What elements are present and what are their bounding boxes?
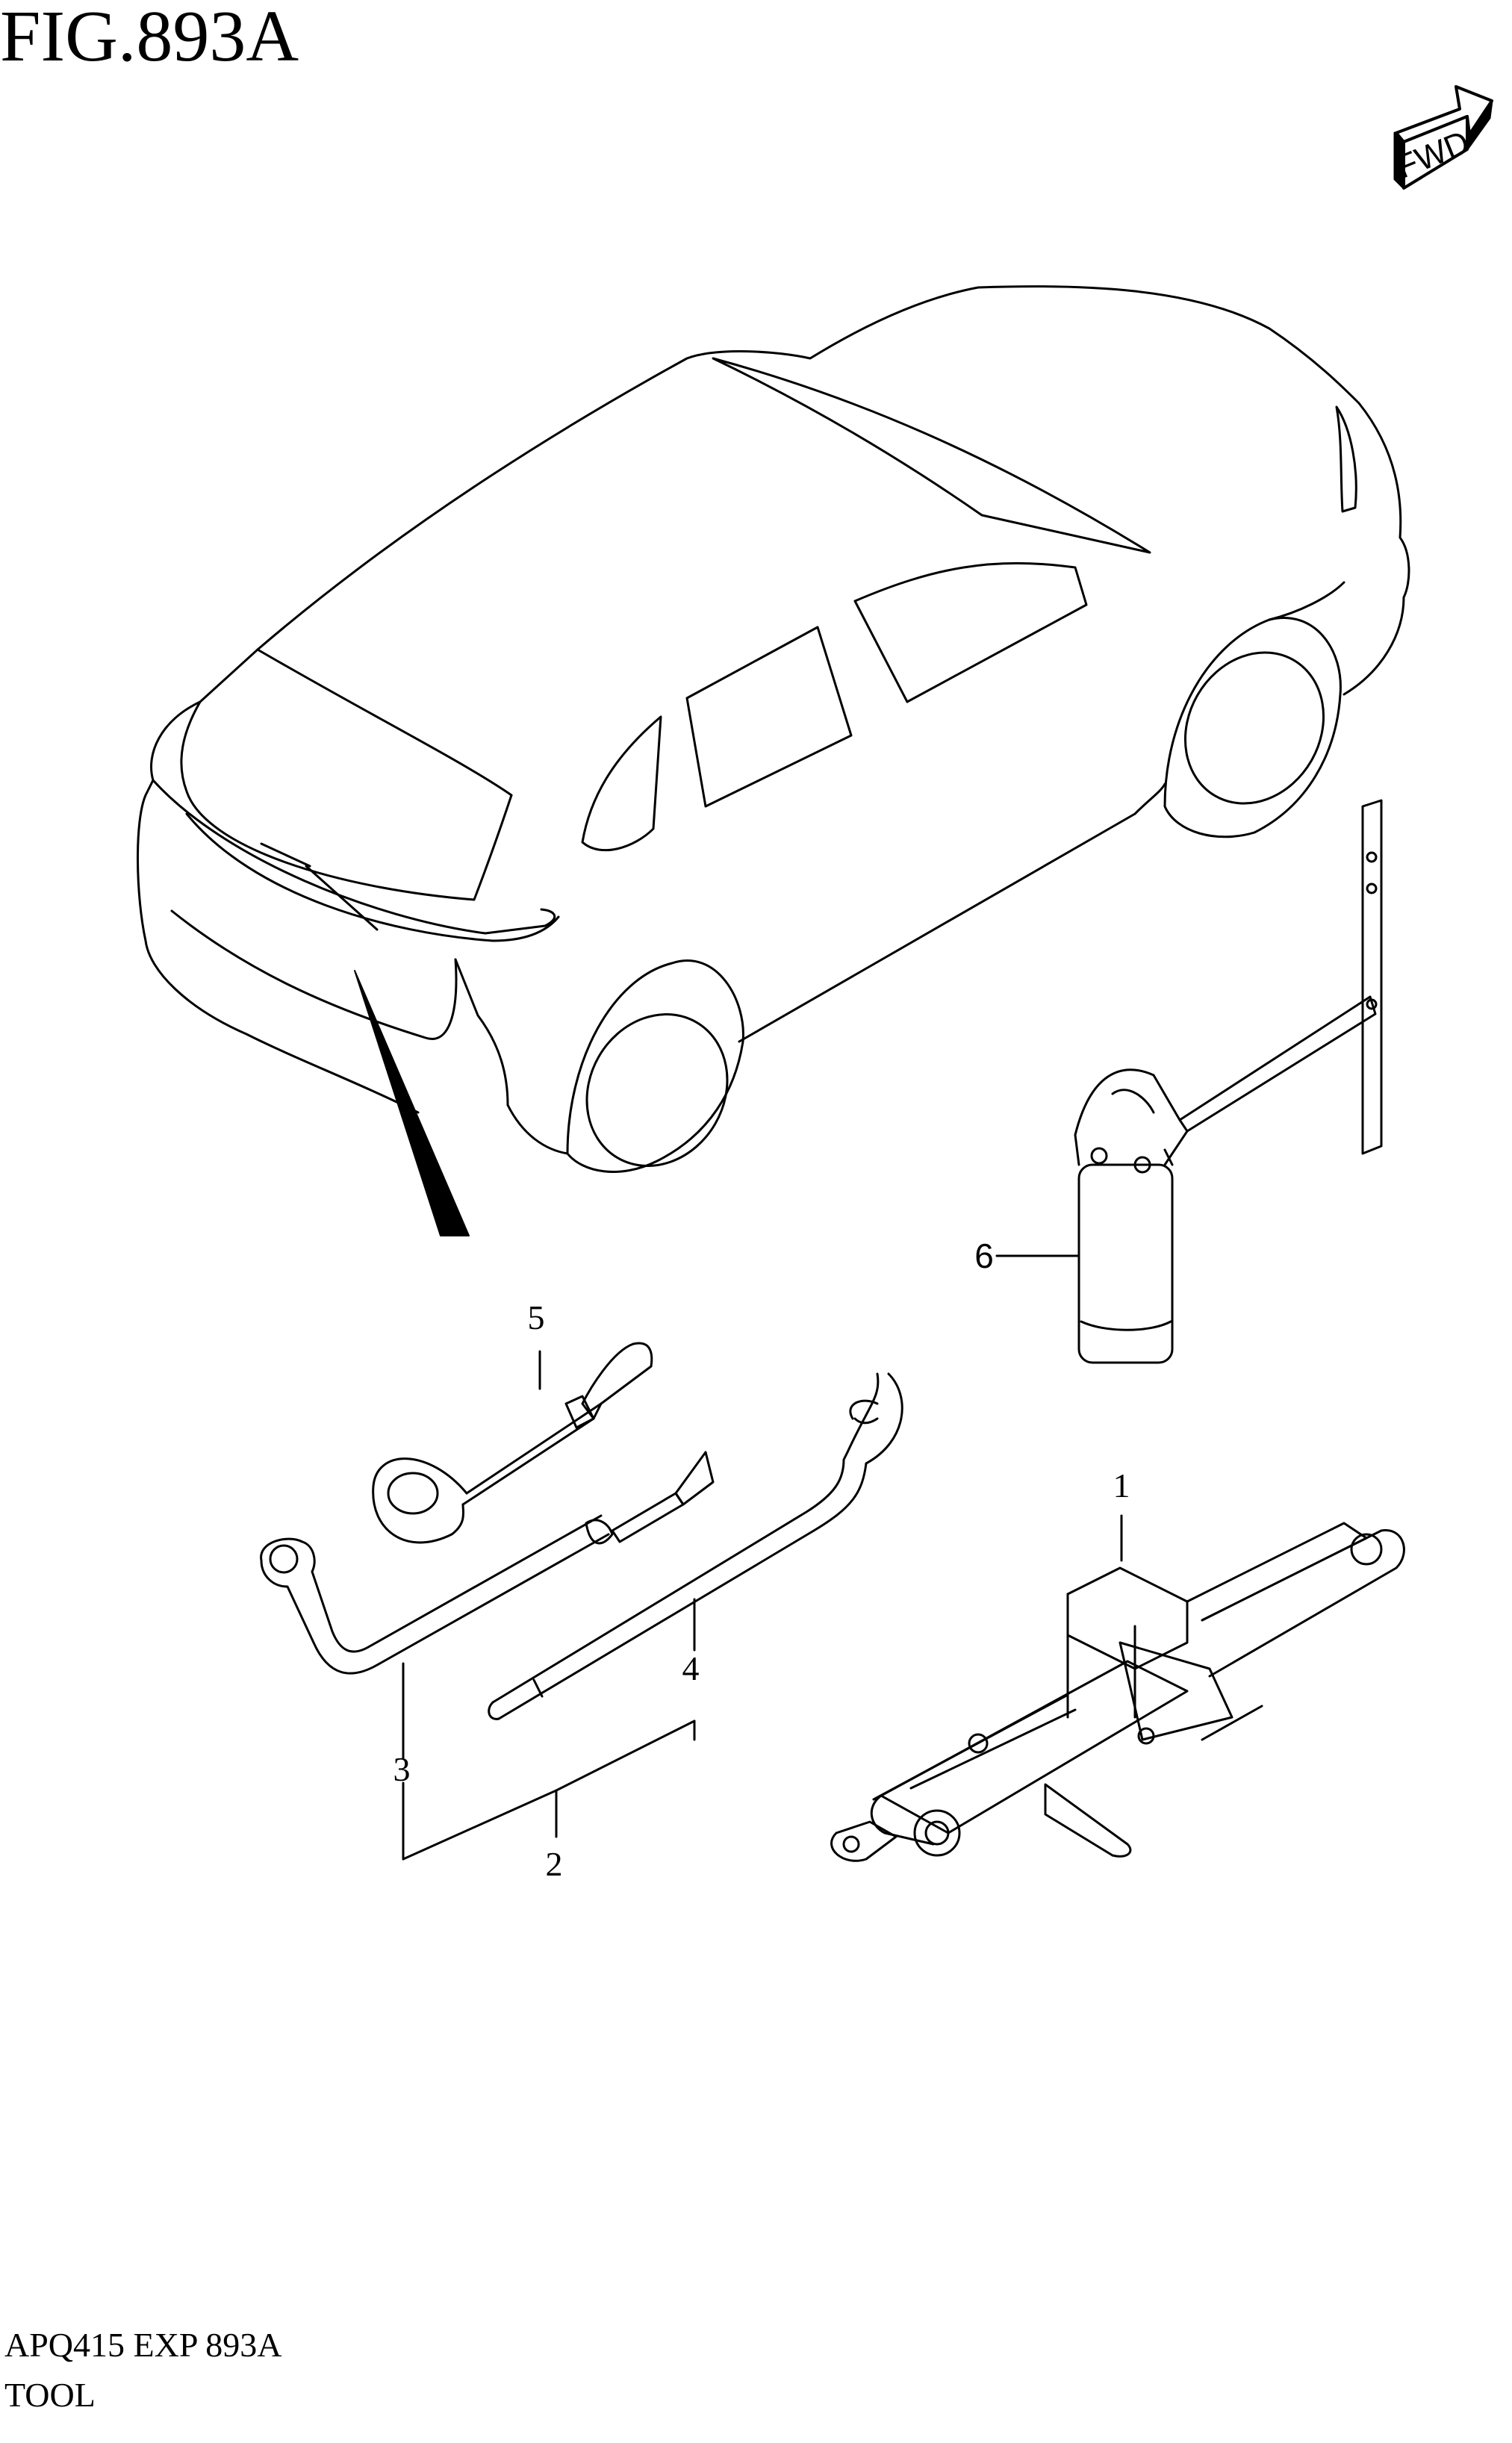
callout-4: 4 (682, 1649, 700, 1687)
fwd-badge: FWD (1391, 85, 1493, 190)
part-1-scissor-jack (830, 1522, 1405, 1862)
callout-1: 1 (1113, 1466, 1130, 1504)
callout-leaders (402, 1254, 1123, 1861)
diagram-code: APQ415 EXP 893A (4, 2326, 282, 2364)
figure-title: FIG.893A (0, 0, 299, 77)
vehicle-outline (136, 285, 1410, 1173)
part-4-jack-handle (488, 1372, 903, 1720)
callout-5: 5 (528, 1298, 545, 1336)
part-6-tire-repair-kit (1074, 799, 1383, 1364)
forward-arrow-icon (1393, 85, 1493, 190)
callout-3: 3 (393, 1750, 411, 1788)
storage-location-pointer (354, 970, 470, 1236)
part-5-box-wrench (372, 1342, 653, 1544)
diagram-name: TOOL (4, 2376, 96, 2414)
callout-2: 2 (546, 1845, 563, 1883)
callout-6: 6 (974, 1236, 994, 1275)
part-3-wheel-nut-wrench (260, 1451, 715, 1675)
